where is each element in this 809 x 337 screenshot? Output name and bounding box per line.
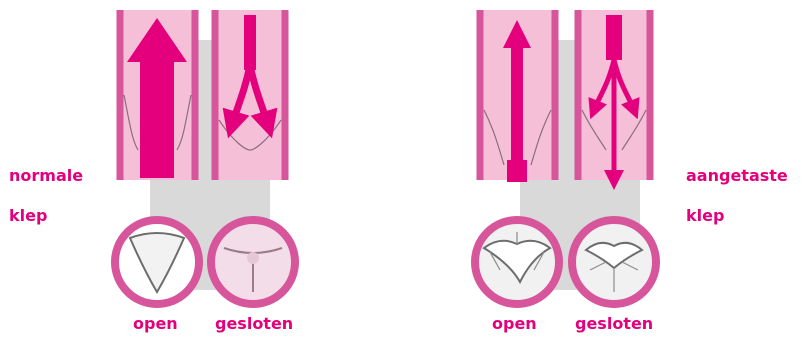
right-label-line1: aangetaste	[686, 166, 788, 186]
vessel-open	[120, 10, 195, 180]
left-label-line2: klep	[9, 206, 47, 226]
valve-open-icon	[115, 220, 199, 304]
right-label-line2: klep	[686, 206, 724, 226]
left-label-line1: normale	[9, 166, 83, 186]
valve-closed-affected-icon	[572, 220, 656, 304]
vessel-closed	[215, 10, 285, 180]
affected-valve-panel	[475, 10, 656, 304]
normal-valve-panel	[115, 10, 295, 304]
vessel-closed-affected	[578, 10, 650, 180]
left-caption-open: open	[133, 314, 178, 334]
left-caption-closed: gesloten	[215, 314, 293, 334]
valve-open-affected-icon	[475, 220, 559, 304]
right-caption-closed: gesloten	[575, 314, 653, 334]
valve-closed-icon	[211, 220, 295, 304]
vessel-open-affected	[480, 10, 555, 182]
right-caption-open: open	[492, 314, 537, 334]
